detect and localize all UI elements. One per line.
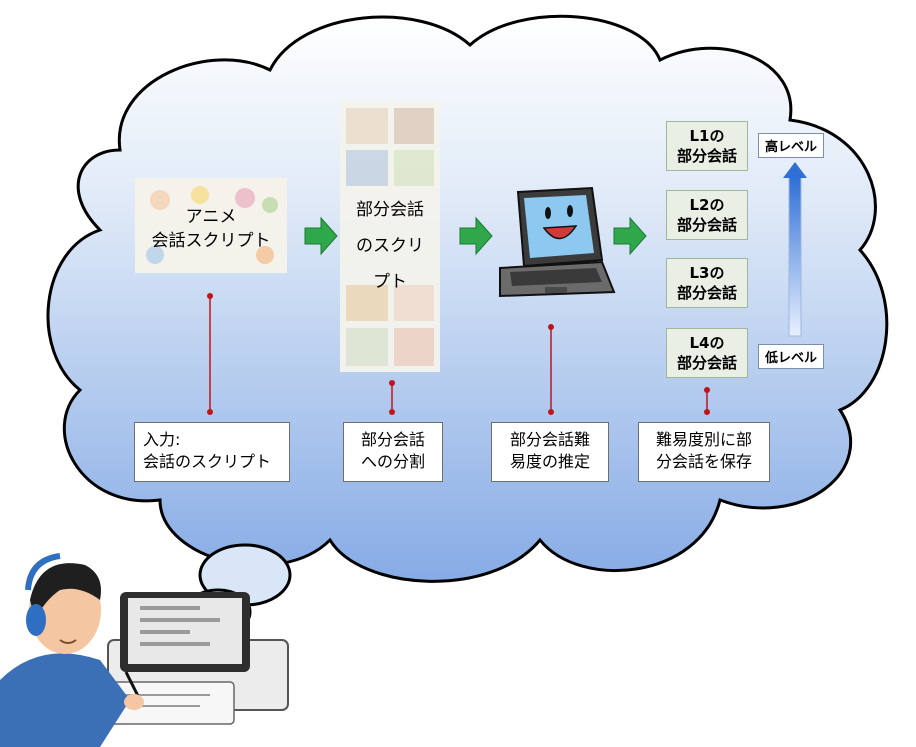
- connector-save: [704, 387, 710, 415]
- connector-input: [207, 293, 213, 415]
- note-input: 入力: 会話のスクリプト: [134, 422, 290, 482]
- high-level-tag: 高レベル: [758, 133, 825, 158]
- anime-script-line1: アニメ: [185, 207, 237, 227]
- flow-arrow-1: [304, 216, 338, 256]
- low-level-tag: 低レベル: [758, 344, 825, 369]
- flow-arrow-2: [459, 216, 493, 256]
- note-input-line2: 会話のスクリプト: [143, 452, 272, 471]
- level-box-l2: L2の 部分会話: [666, 190, 748, 240]
- anime-script-label: アニメ 会話スクリプト: [135, 205, 287, 253]
- partial-script-label: 部分会話 のスクリ プト: [340, 192, 440, 300]
- connector-split: [389, 380, 395, 415]
- level-up-arrow: [783, 162, 807, 337]
- note-split-line1: 部分会話: [360, 430, 425, 449]
- note-estimate-line2: 易度の推定: [509, 452, 590, 471]
- level-l1-label: L1の 部分会話: [676, 127, 737, 165]
- note-split-line2: への分割: [360, 452, 425, 471]
- level-l4-label: L4の 部分会話: [676, 334, 737, 372]
- level-l2-label: L2の 部分会話: [676, 196, 737, 234]
- note-estimate: 部分会話難 易度の推定: [491, 422, 609, 482]
- person-illustration: [0, 553, 289, 747]
- partial-script-line3: プト: [373, 272, 407, 292]
- note-save-line2: 分会話を保存: [655, 452, 752, 471]
- flow-arrow-3: [613, 216, 647, 256]
- note-save-line1: 難易度別に部: [655, 430, 752, 449]
- laptop-icon: [499, 186, 616, 298]
- level-box-l4: L4の 部分会話: [666, 328, 748, 378]
- note-input-line1: 入力:: [143, 430, 181, 449]
- level-l3-label: L3の 部分会話: [676, 264, 737, 302]
- partial-script-line2: のスクリ: [356, 236, 424, 256]
- partial-script-line1: 部分会話: [356, 200, 424, 220]
- anime-image: [135, 178, 287, 273]
- anime-script-line2: 会話スクリプト: [151, 231, 271, 251]
- note-estimate-line1: 部分会話難: [509, 430, 590, 449]
- note-split: 部分会話 への分割: [343, 422, 443, 482]
- level-box-l1: L1の 部分会話: [666, 121, 748, 171]
- thought-cloud: [46, 14, 889, 667]
- level-box-l3: L3の 部分会話: [666, 258, 748, 308]
- note-save: 難易度別に部 分会話を保存: [638, 422, 770, 482]
- partial-script-image: [340, 100, 440, 372]
- connector-estimate: [548, 324, 554, 415]
